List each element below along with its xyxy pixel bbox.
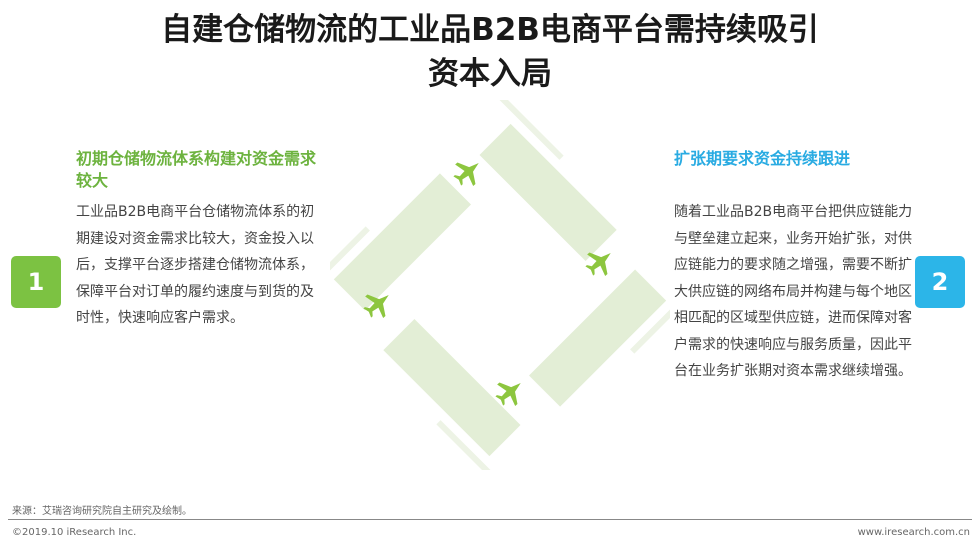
band-bottom [383,318,521,457]
source-note: 来源：艾瑞咨询研究院自主研究及绘制。 [12,506,192,517]
copyright: ©2019.10 iResearch Inc. [12,527,137,538]
right-heading: 扩张期要求资金持续跟进 [674,149,851,168]
right-body: 随着工业品B2B电商平台把供应链能力与壁垒建立起来，业务开始扩张，对供应链能力的… [674,204,913,379]
line-left [330,226,370,302]
band-top [479,123,617,262]
line-right [630,278,670,354]
left-heading: 初期仓储物流体系构建对资金需求较大 [76,149,317,190]
left-body: 工业品B2B电商平台仓储物流体系的初期建设对资金需求比较大，资金投入以后，支撑平… [76,204,315,326]
band-right [528,269,667,407]
step-badge-2: 2 [915,256,965,308]
airplane-icon [448,152,488,192]
diamond-diagram [330,100,670,470]
title-line-1: 自建仓储物流的工业品B2B电商平台需持续吸引 [161,12,819,48]
band-left [333,173,472,311]
line-top [488,100,564,160]
line-bottom [436,420,512,470]
step-badge-1: 1 [11,256,61,308]
footer-divider [8,519,972,520]
page-title: 自建仓储物流的工业品B2B电商平台需持续吸引 资本入局 [0,8,980,96]
website-link[interactable]: www.iresearch.com.cn [857,527,970,538]
title-line-2: 资本入局 [428,56,552,92]
